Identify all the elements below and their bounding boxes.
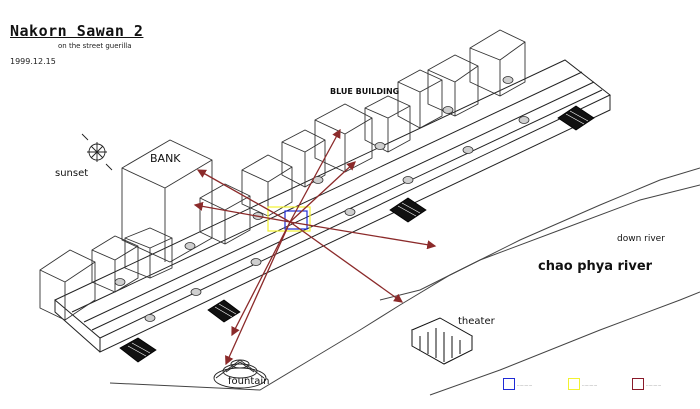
legend-text: ............ xyxy=(517,381,533,387)
legend-text: ............ xyxy=(582,381,598,387)
theater-building xyxy=(410,317,474,365)
sunset-icon xyxy=(81,133,113,171)
stairs xyxy=(119,105,595,363)
street-platform xyxy=(54,59,611,353)
bank-label: BANK xyxy=(150,152,181,165)
stairs-steps xyxy=(127,110,589,357)
diagram-title: Nakorn Sawan 2 xyxy=(10,22,144,40)
blue-building xyxy=(364,95,411,153)
street-lamps xyxy=(114,76,530,322)
legend-item-red: ............ xyxy=(632,378,661,394)
buildings xyxy=(39,29,526,321)
legend-swatch xyxy=(568,378,580,390)
sunset-label: sunset xyxy=(55,168,89,179)
fountain-label: fountain xyxy=(228,376,270,387)
river-label: chao phya river xyxy=(538,259,653,274)
diagram-date: 1999.12.15 xyxy=(10,57,56,66)
fountain-icon xyxy=(213,359,267,389)
riverbank-lines xyxy=(109,167,700,396)
theater-label: theater xyxy=(458,316,495,327)
legend-swatch xyxy=(503,378,515,390)
legend-swatch xyxy=(632,378,644,390)
view-arrows xyxy=(193,128,437,366)
legend-item-blue: ............ xyxy=(503,378,532,394)
diagram-subtitle: on the street guerilla xyxy=(58,42,132,50)
legend-item-yellow: ............ xyxy=(568,378,597,394)
down-river-label: down river xyxy=(617,234,665,244)
blue-building-label: BLUE BUILDING xyxy=(330,87,400,96)
legend-text: ............ xyxy=(646,381,662,387)
